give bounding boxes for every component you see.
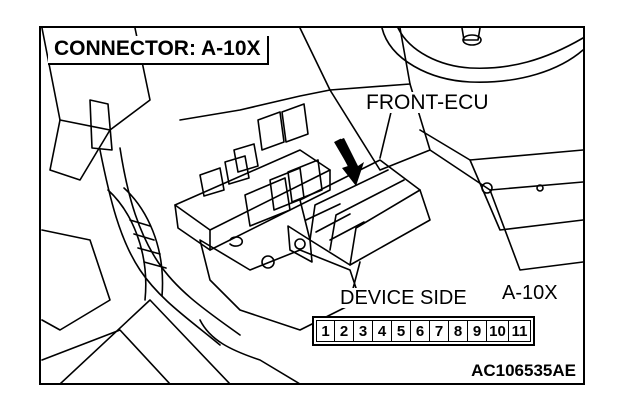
connector-pin: 2 — [335, 320, 354, 342]
ecu-leader-line — [379, 107, 393, 159]
connector-id-label: A-10X — [500, 282, 560, 304]
connector-pin: 1 — [316, 320, 335, 342]
connector-pin: 10 — [487, 320, 509, 342]
connector-pin: 4 — [373, 320, 392, 342]
connector-pin: 3 — [354, 320, 373, 342]
connector-pin: 7 — [430, 320, 449, 342]
connector-pin: 9 — [468, 320, 487, 342]
connector-pin: 5 — [392, 320, 411, 342]
front-ecu-label: FRONT-ECU — [364, 91, 491, 114]
connector-pin: 8 — [449, 320, 468, 342]
connector-pin: 11 — [509, 320, 531, 342]
figure-code: AC106535AE — [471, 361, 576, 380]
device-side-label: DEVICE SIDE — [338, 287, 469, 309]
strut-tower — [381, 27, 584, 83]
connector-pin: 6 — [411, 320, 430, 342]
connector-title: CONNECTOR: A-10X — [48, 36, 269, 65]
